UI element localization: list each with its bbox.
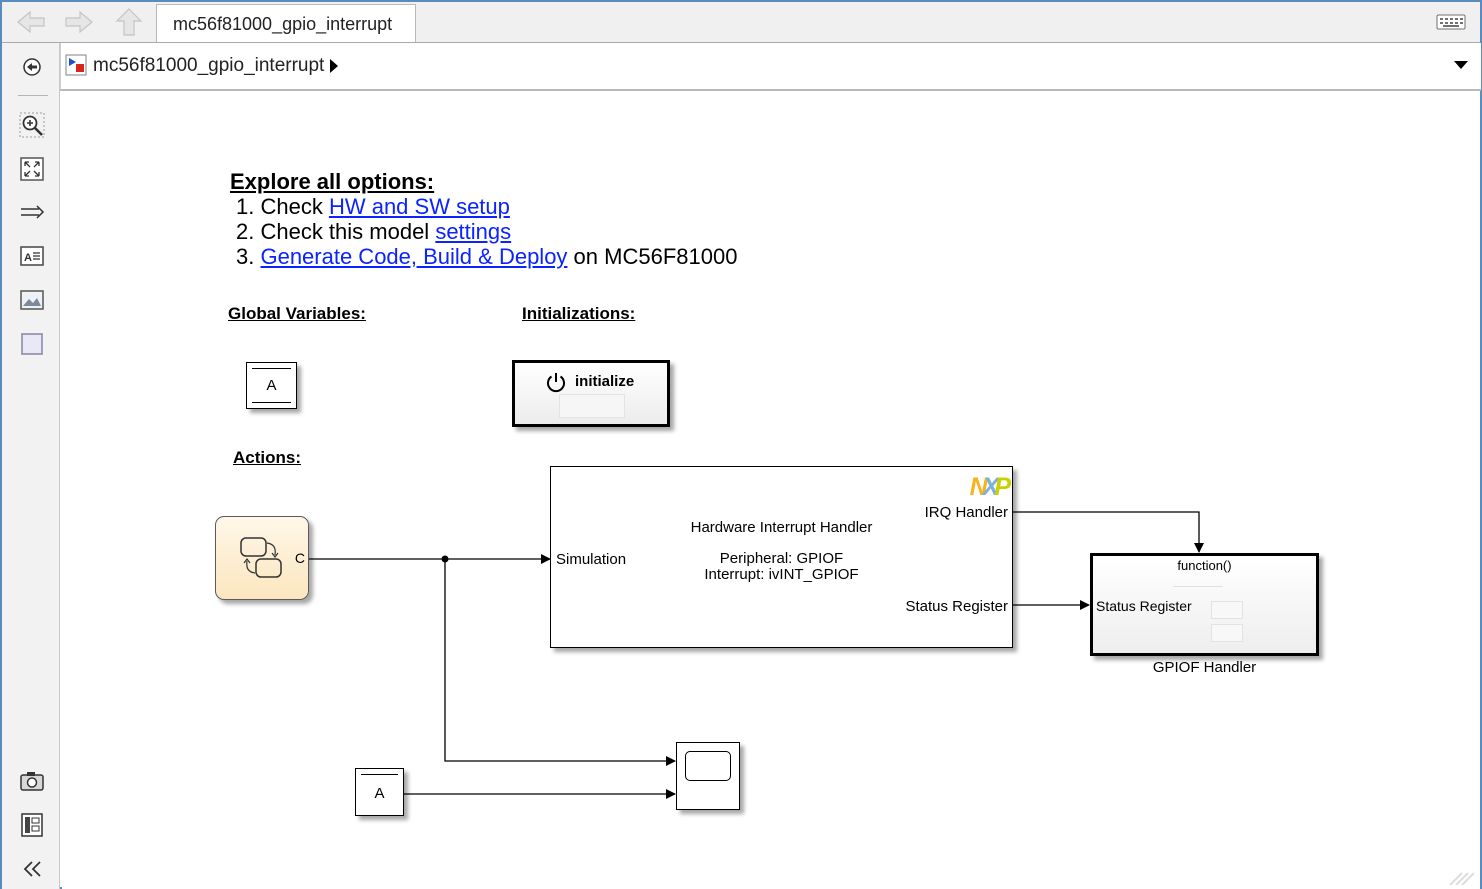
step-3: 3. Generate Code, Build & Deploy on MC56… [236, 244, 737, 270]
hw-sw-setup-link[interactable]: HW and SW setup [328, 194, 510, 219]
function-trigger-label: function() [1177, 558, 1232, 573]
step-2: 2. Check this model settings [236, 219, 511, 245]
stateflow-chart-icon [240, 537, 282, 578]
signal-lines [309, 511, 1204, 799]
back-button[interactable] [14, 7, 48, 37]
explore-title: Explore all options: [230, 169, 435, 194]
model-browser-button[interactable] [18, 811, 46, 839]
tab-bar: mc56f81000_gpio_interrupt [2, 2, 1480, 43]
forward-button[interactable] [62, 7, 96, 37]
arrow-right-icon [65, 10, 93, 34]
nxp-logo-x: X [982, 473, 1000, 501]
gpiof-handler-name: GPIOF Handler [1152, 659, 1257, 676]
status-register-output-port: Status Register [905, 598, 1008, 615]
data-store-name: A [266, 377, 277, 394]
fit-view-icon [20, 157, 44, 181]
scope-screen-icon [685, 751, 731, 781]
data-store-read-block[interactable]: A [355, 768, 404, 816]
hw-block-peripheral: Peripheral: GPIOF [719, 550, 844, 567]
step-1-text: 1. Check [236, 194, 329, 219]
chart-output-port: C [294, 550, 305, 566]
arrow-up-icon [115, 8, 143, 36]
read-top-line [361, 774, 398, 775]
left-toolbar: A [2, 43, 60, 889]
initialize-function-block[interactable]: initialize [512, 360, 670, 427]
signal-icon [21, 205, 45, 219]
initialize-label: initialize [575, 373, 635, 390]
model-icon [65, 54, 87, 76]
step-2-text: 2. Check this model [236, 219, 436, 244]
up-button[interactable] [112, 7, 146, 37]
annotation-button[interactable]: A [18, 242, 46, 270]
subsystem-preview-line [1173, 586, 1223, 587]
screenshot-icon [20, 772, 44, 791]
nxp-logo-n: N [969, 473, 988, 501]
resize-grip-icon[interactable] [1444, 871, 1474, 885]
annotation-icon: A [20, 246, 44, 266]
fit-view-button[interactable] [18, 155, 46, 183]
hide-browser-icon [23, 58, 41, 76]
hw-block-interrupt: Interrupt: ivINT_GPIOF [704, 566, 859, 583]
image-button[interactable] [18, 286, 46, 314]
area-button[interactable] [18, 330, 46, 358]
stateflow-chart-block[interactable]: C [215, 516, 309, 600]
scope-block[interactable] [676, 742, 740, 810]
subsystem-status-register-port: Status Register [1096, 598, 1192, 614]
generate-code-link[interactable]: Generate Code, Build & Deploy [260, 244, 568, 269]
global-variables-label: Global Variables: [228, 304, 366, 323]
image-icon [20, 290, 44, 310]
signal-button[interactable] [18, 198, 46, 226]
gpiof-handler-subsystem[interactable]: function() Status Register [1090, 553, 1319, 656]
breadcrumb-arrow-icon[interactable] [329, 58, 339, 74]
branch-point [441, 555, 449, 563]
area-icon [21, 333, 43, 355]
breadcrumb[interactable]: mc56f81000_gpio_interrupt [93, 55, 325, 76]
signal-line-irq-to-trigger[interactable] [1013, 511, 1204, 553]
data-store-memory-block[interactable]: A [246, 362, 297, 409]
chevron-down-icon[interactable] [1453, 59, 1469, 71]
power-icon [547, 373, 565, 393]
diagram-canvas[interactable]: Explore all options: 1. Check HW and SW … [62, 91, 1480, 889]
store-top-line [252, 368, 291, 369]
screenshot-button[interactable] [18, 767, 46, 795]
toolbar-separator [18, 95, 48, 96]
step-1: 1. Check HW and SW setup [236, 194, 510, 220]
collapse-icon [23, 861, 41, 877]
nxp-logo: NXP [969, 473, 1011, 502]
step-3-text: 3. [236, 244, 261, 269]
subsystem-preview-box-1 [1211, 601, 1243, 619]
collapse-toolbar-button[interactable] [18, 855, 46, 883]
initialize-preview [559, 394, 625, 418]
settings-link[interactable]: settings [435, 219, 512, 244]
subsystem-preview-box-2 [1211, 624, 1243, 642]
hw-block-title: Hardware Interrupt Handler [690, 519, 873, 536]
svg-text:A: A [24, 252, 32, 264]
keyboard-button[interactable] [1436, 12, 1466, 32]
store-bottom-line [252, 402, 291, 403]
model-browser-icon [21, 813, 43, 837]
arrow-left-icon [17, 10, 45, 34]
signal-line-branch-to-scope[interactable] [444, 559, 676, 766]
data-store-read-name: A [374, 785, 385, 802]
step-3-suffix: on MC56F81000 [567, 244, 738, 269]
simulation-input-port: Simulation [556, 551, 627, 568]
initializations-label: Initializations: [522, 304, 636, 323]
tab-model[interactable]: mc56f81000_gpio_interrupt [156, 4, 416, 42]
keyboard-icon [1436, 14, 1466, 30]
hardware-interrupt-handler-block[interactable]: NXP Hardware Interrupt Handler Periphera… [550, 466, 1013, 648]
zoom-icon [19, 112, 45, 138]
nxp-logo-p: P [994, 473, 1011, 501]
actions-label: Actions: [233, 448, 301, 467]
address-bar: mc56f81000_gpio_interrupt [60, 43, 1481, 91]
zoom-button[interactable] [18, 111, 46, 139]
hide-browser-button[interactable] [18, 53, 46, 81]
irq-handler-output-port: IRQ Handler [924, 504, 1008, 521]
tab-title: mc56f81000_gpio_interrupt [173, 14, 393, 34]
